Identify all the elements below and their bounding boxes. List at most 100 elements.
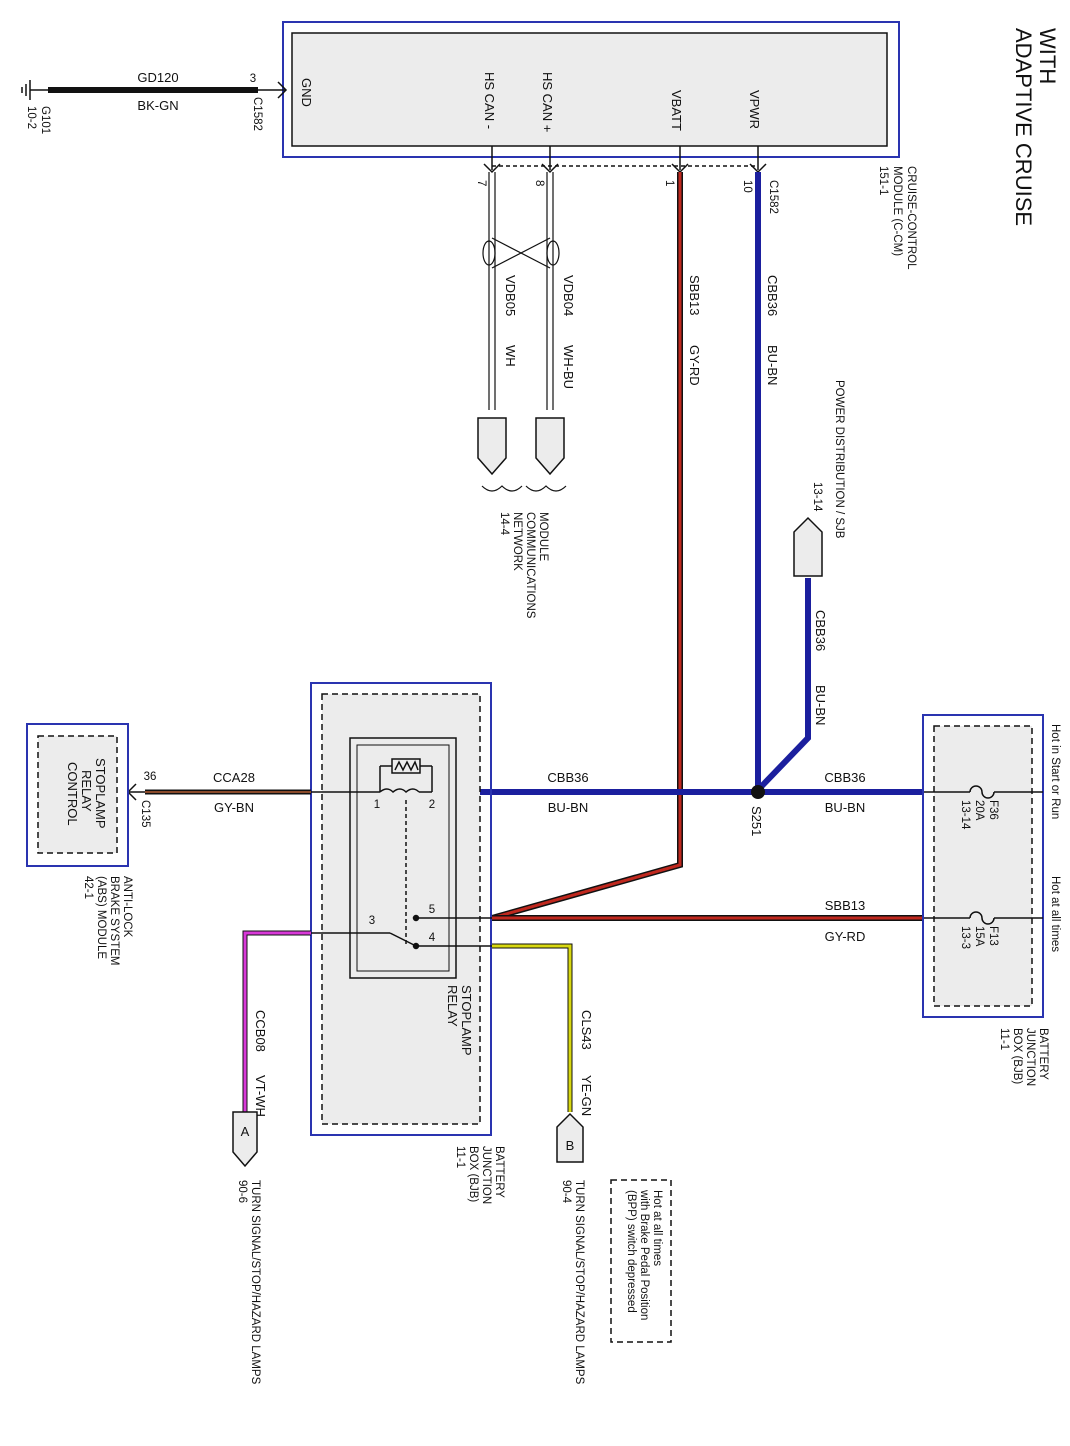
relay-box-name-line4: 11-1 <box>454 1146 466 1168</box>
module-connector-label: C1582 <box>767 180 779 214</box>
pin-gnd-label: GND <box>299 78 314 107</box>
cbb36-relay-circuit: CBB36 <box>547 770 588 785</box>
ground-circuit-id: GD120 <box>137 70 178 85</box>
hs-can-twisted-pair <box>482 172 560 410</box>
title-line2: ADAPTIVE CRUISE <box>1011 28 1036 226</box>
cbb36-vertical-circuit: CBB36 <box>765 275 780 316</box>
sbb13-circuit: SBB13 <box>687 275 702 315</box>
connector-a-letter: A <box>241 1124 250 1139</box>
ground-pin-number: 3 <box>250 73 256 85</box>
power-distribution-page: 13-14 <box>811 482 823 512</box>
cls43-color: YE-GN <box>579 1075 594 1116</box>
fuse-f13-id: F13 <box>987 926 999 946</box>
relay-pin-1: 1 <box>374 799 380 811</box>
vdb04-circuit: VDB04 <box>561 275 576 316</box>
module-name-line2: MODULE (C-CM) <box>891 166 903 256</box>
abs-pin-arrow <box>126 783 145 801</box>
note-line2: with Brake Pedal Position <box>638 1189 650 1320</box>
cbb36-fuse-circuit: CBB36 <box>824 770 865 785</box>
relay-junction-box <box>310 682 492 1136</box>
abs-name-line4: 42-1 <box>82 876 94 899</box>
relay-box-name-line1: BATTERY <box>493 1146 505 1198</box>
pin-7-number: 7 <box>475 180 487 186</box>
connector-a-shape <box>232 1111 258 1168</box>
connector-b-line2: 90-4 <box>560 1180 572 1204</box>
module-pin-arrows <box>483 146 767 174</box>
abs-box-line2: RELAY <box>79 770 94 812</box>
fuse-f36-page: 13-14 <box>959 800 971 830</box>
connector-a-line2: 90-6 <box>236 1180 248 1203</box>
relay-pin-5: 5 <box>429 904 435 916</box>
pin-10-number: 10 <box>741 180 753 193</box>
bjb-name-line4: 11-1 <box>998 1028 1010 1050</box>
power-distribution-label: POWER DISTRIBUTION / SJB <box>833 380 845 539</box>
cbb36-sjb-circuit: CBB36 <box>813 610 828 651</box>
ground-id: G101 <box>39 106 51 134</box>
network-line1: MODULE <box>537 512 549 562</box>
relay-box-name-line3: BOX (BJB) <box>467 1146 479 1202</box>
bjb-name-line2: JUNCTION <box>1024 1028 1036 1086</box>
fuse-f36-id: F36 <box>987 800 999 820</box>
network-line3: NETWORK <box>511 512 523 571</box>
pin-hs-can-minus-label: HS CAN - <box>482 72 497 129</box>
hot-all-times-label: Hot at all times <box>1049 876 1061 952</box>
relay-box-name-line2: JUNCTION <box>480 1146 492 1204</box>
battery-junction-box-fuses <box>922 714 1044 1018</box>
pin-vbatt-label: VBATT <box>669 90 684 131</box>
network-brace <box>481 485 523 492</box>
module-name-line3: 151-1 <box>877 166 889 195</box>
connector-b-line1: TURN SIGNAL/STOP/HAZARD LAMPS <box>573 1180 585 1385</box>
relay-name-line1: STOPLAMP <box>459 985 474 1056</box>
fuse-f13-page: 13-3 <box>959 926 971 949</box>
fuse-f36-rating: 20A <box>973 800 985 821</box>
cbb36-relay-color: BU-BN <box>548 800 588 815</box>
abs-name-line1: ANTI-LOCK <box>121 876 133 938</box>
connector-b-shape <box>556 1112 584 1163</box>
pin-hs-can-plus-label: HS CAN + <box>540 72 555 132</box>
cbb36-sjb-color: BU-BN <box>813 685 828 725</box>
vdb05-circuit: VDB05 <box>503 275 518 316</box>
abs-name-line2: BRAKE SYSTEM <box>108 876 120 965</box>
title-line1: WITH <box>1035 28 1060 84</box>
cbb36-wire-sjb <box>755 578 811 793</box>
abs-connector-label: C135 <box>139 800 151 828</box>
relay-coil <box>311 758 433 945</box>
cruise-control-module <box>282 21 900 158</box>
cls43-wire <box>492 943 573 1112</box>
ccb08-color: VT-WH <box>253 1075 268 1117</box>
abs-box-line3: CONTROL <box>65 762 80 826</box>
relay-pin-3: 3 <box>369 915 375 927</box>
abs-module-box <box>26 723 129 867</box>
vdb05-color: WH <box>503 345 518 367</box>
cca28-circuit: CCA28 <box>213 770 255 785</box>
relay-pin-4: 4 <box>429 932 436 944</box>
note-line1: Hot at all times <box>651 1190 663 1266</box>
cbb36-fuse-color: BU-BN <box>825 800 865 815</box>
sbb13-fuse-color: GY-RD <box>825 929 866 944</box>
sjb-connector <box>793 516 823 577</box>
relay-pin-2: 2 <box>429 799 435 811</box>
cbb36-vertical-color: BU-BN <box>765 345 780 385</box>
bjb-name-line3: BOX (BJB) <box>1011 1028 1023 1084</box>
cls43-circuit: CLS43 <box>579 1010 594 1050</box>
note-line3: (BPP) switch depressed <box>625 1190 637 1313</box>
connector-b-letter: B <box>566 1138 575 1153</box>
ground-page-ref: 10-2 <box>25 106 37 129</box>
network-brace-2 <box>525 485 567 492</box>
sbb13-fuse-circuit: SBB13 <box>825 898 865 913</box>
module-name-line1: CRUISE-CONTROL <box>905 166 917 270</box>
splice-label: S251 <box>749 806 764 836</box>
network-connectors <box>477 417 565 476</box>
bjb-name-line1: BATTERY <box>1037 1028 1049 1080</box>
pin-vpwr-label: VPWR <box>747 90 762 129</box>
network-line2: COMMUNICATIONS <box>524 512 536 619</box>
pin-1-number: 1 <box>663 180 675 186</box>
ccb08-circuit: CCB08 <box>253 1010 268 1052</box>
vdb04-color: WH-BU <box>561 345 576 389</box>
fuse-symbols <box>924 785 1043 925</box>
relay-name-line2: RELAY <box>445 985 460 1027</box>
sbb13-wire <box>491 172 683 921</box>
ground-wire-color: BK-GN <box>137 98 178 113</box>
